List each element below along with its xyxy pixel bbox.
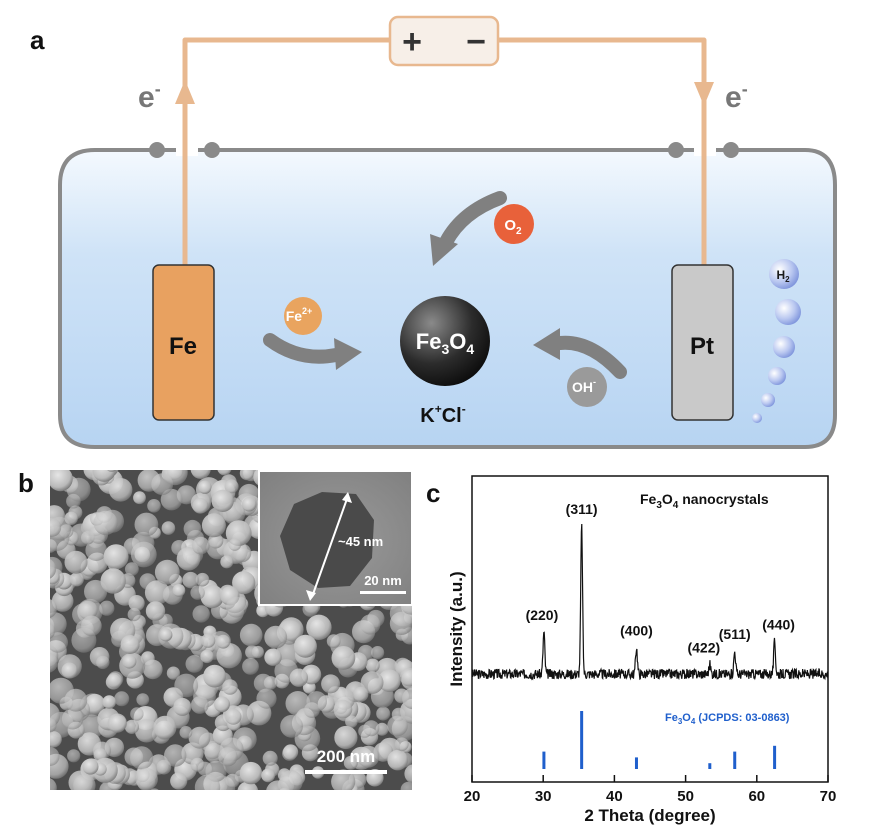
fe-electrode-label: Fe	[169, 333, 197, 360]
peak-label: (220)	[526, 607, 559, 623]
h2-bubble-6	[752, 413, 762, 423]
sem-scalebar-label: 200 nm	[317, 747, 376, 766]
tem-inset: ~45 nm 20 nm	[258, 470, 413, 606]
fe-electrode	[152, 264, 215, 421]
sem-scalebar	[305, 770, 387, 774]
electron-label-left: e-	[138, 79, 161, 114]
tem-scalebar-label: 20 nm	[364, 573, 402, 588]
electrolyte-label: K+Cl-	[420, 402, 465, 427]
o2-molecule	[494, 204, 534, 244]
rod-knob-3	[668, 142, 684, 158]
tem-nanoparticle	[280, 492, 374, 588]
x-tick-label: 70	[820, 788, 837, 805]
peak-label: (511)	[719, 626, 751, 642]
peak-label: (311)	[566, 501, 598, 517]
panel-a-label: a	[30, 25, 45, 55]
reference-stick	[733, 751, 737, 769]
particle-size-label: ~45 nm	[338, 534, 383, 549]
reference-stick	[542, 751, 546, 769]
h2-bubble-5	[761, 393, 775, 407]
reference-stick	[708, 763, 712, 769]
tem-scalebar	[360, 591, 406, 594]
x-tick-label: 60	[748, 788, 765, 805]
fe3o4-label: Fe3O4	[416, 329, 475, 357]
reference-legend: Fe3O4 (JCPDS: 03-0863)	[665, 712, 790, 726]
arrow-o2	[439, 191, 507, 249]
battery-minus: −	[466, 23, 486, 61]
arrow-o2-head	[430, 234, 458, 266]
reference-stick	[773, 745, 777, 769]
battery-plus: +	[402, 23, 422, 61]
rod-knob-2	[204, 142, 220, 158]
xrd-chart: 20 30 40 50 60 70 (220) (311) (400) (422)(511) (4…	[447, 475, 837, 825]
h2-bubble-2	[775, 299, 801, 325]
electron-label-right: e-	[725, 79, 748, 114]
x-tick-label: 20	[464, 788, 481, 805]
size-arrow	[311, 495, 349, 598]
battery-box	[388, 15, 500, 67]
x-axis-label: 2 Theta (degree)	[584, 806, 715, 825]
rod-knob-4	[723, 142, 739, 158]
peak-label: (422)	[687, 640, 720, 656]
electrochemical-cell-diagram: + − e- e- Fe Pt Fe3O4 K+Cl- O2 Fe2+ OH- …	[58, 15, 837, 449]
sample-legend: Fe3O4 nanocrystals	[640, 491, 769, 511]
plot-frame	[471, 475, 829, 783]
y-axis-label: Intensity (a.u.)	[447, 571, 466, 686]
arrow-fe-ion	[263, 333, 343, 364]
wire-arrow-up	[175, 80, 195, 104]
fe-ion	[284, 297, 322, 335]
arrow-fe-ion-head	[334, 338, 362, 370]
hydroxide-label: OH-	[572, 377, 596, 395]
fe3o4-nanoparticle	[400, 296, 490, 386]
pt-electrode-label: Pt	[690, 333, 714, 360]
peak-label: (400)	[620, 622, 653, 638]
arrow-oh	[553, 335, 627, 379]
x-tick-label: 40	[606, 788, 623, 805]
pt-electrode	[671, 264, 734, 421]
panel-b-label: b	[18, 468, 34, 498]
h2-bubble-4	[768, 367, 786, 385]
h2-bubble-1	[769, 259, 799, 289]
x-tick-label: 30	[535, 788, 552, 805]
rod-knob-1	[149, 142, 165, 158]
arrow-oh-head	[533, 328, 560, 360]
hydroxide-ion	[567, 367, 607, 407]
xrd-pattern-line	[471, 523, 829, 681]
panel-c-label: c	[426, 478, 441, 508]
external-wire	[182, 37, 707, 265]
wire-arrow-down	[694, 82, 714, 106]
h2-bubble-3	[773, 336, 795, 358]
x-tick-label: 50	[677, 788, 694, 805]
reference-stick	[634, 757, 638, 769]
peak-label: (440)	[762, 617, 795, 633]
reference-stick	[580, 711, 584, 769]
